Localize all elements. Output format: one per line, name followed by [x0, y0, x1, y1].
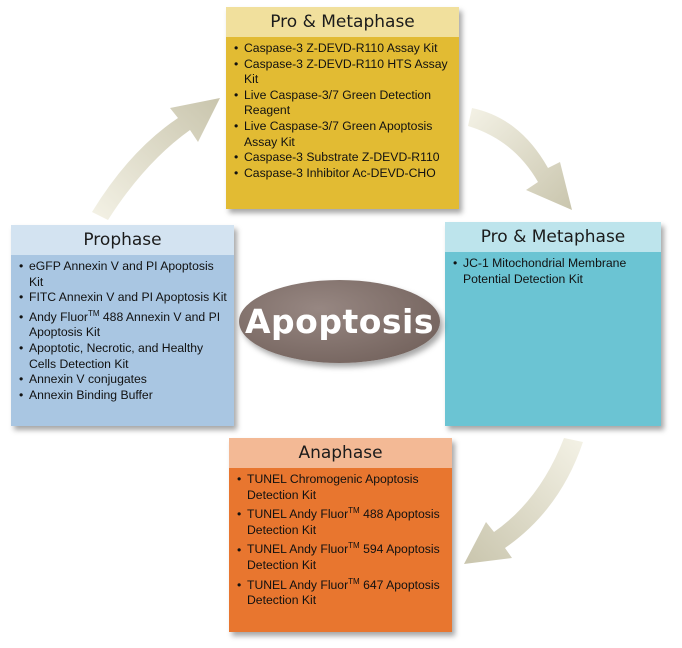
list-item: Caspase-3 Inhibitor Ac-DEVD-CHO: [234, 166, 453, 182]
box-anaphase: Anaphase TUNEL Chromogenic Apoptosis Det…: [229, 438, 452, 632]
list-item: FITC Annexin V and PI Apoptosis Kit: [19, 290, 228, 306]
item-list: Caspase-3 Z-DEVD-R110 Assay KitCaspase-3…: [226, 37, 459, 181]
box-pro-metaphase-top: Pro & Metaphase Caspase-3 Z-DEVD-R110 As…: [226, 7, 459, 209]
box-title: Pro & Metaphase: [445, 222, 661, 252]
list-item: Caspase-3 Z-DEVD-R110 Assay Kit: [234, 41, 453, 57]
list-item: Annexin V conjugates: [19, 372, 228, 388]
trademark-sup: TM: [348, 541, 360, 551]
list-item: Andy FluorTM 488 Annexin V and PI Apopto…: [19, 306, 228, 341]
item-list: TUNEL Chromogenic Apoptosis Detection Ki…: [229, 468, 452, 609]
box-pro-metaphase-right: Pro & Metaphase JC-1 Mitochondrial Membr…: [445, 222, 661, 426]
center-oval: Apoptosis: [239, 280, 440, 363]
list-item: Live Caspase-3/7 Green Detection Reagent: [234, 88, 453, 119]
list-item: JC-1 Mitochondrial Membrane Potential De…: [453, 256, 655, 287]
list-item: TUNEL Andy FluorTM 647 Apoptosis Detecti…: [237, 574, 446, 609]
box-title: Pro & Metaphase: [226, 7, 459, 37]
center-label: Apoptosis: [245, 302, 434, 341]
item-list: eGFP Annexin V and PI Apoptosis KitFITC …: [11, 255, 234, 403]
list-item: Caspase-3 Substrate Z-DEVD-R110: [234, 150, 453, 166]
list-item: TUNEL Chromogenic Apoptosis Detection Ki…: [237, 472, 446, 503]
list-item: Caspase-3 Z-DEVD-R110 HTS Assay Kit: [234, 57, 453, 88]
arrow-top-to-right: [468, 108, 572, 210]
list-item: TUNEL Andy FluorTM 488 Apoptosis Detecti…: [237, 503, 446, 538]
box-prophase: Prophase eGFP Annexin V and PI Apoptosis…: [11, 225, 234, 426]
trademark-sup: TM: [87, 308, 100, 318]
list-item: Annexin Binding Buffer: [19, 388, 228, 404]
box-title: Prophase: [11, 225, 234, 255]
list-item: eGFP Annexin V and PI Apoptosis Kit: [19, 259, 228, 290]
arrow-right-to-bottom: [464, 438, 583, 564]
list-item: Apoptotic, Necrotic, and Healthy Cells D…: [19, 341, 228, 372]
list-item: TUNEL Andy FluorTM 594 Apoptosis Detecti…: [237, 538, 446, 573]
trademark-sup: TM: [348, 576, 360, 586]
trademark-sup: TM: [348, 506, 360, 516]
list-item: Live Caspase-3/7 Green Apoptosis Assay K…: [234, 119, 453, 150]
arrow-prophase-to-top: [92, 98, 220, 220]
box-title: Anaphase: [229, 438, 452, 468]
item-list: JC-1 Mitochondrial Membrane Potential De…: [445, 252, 661, 287]
